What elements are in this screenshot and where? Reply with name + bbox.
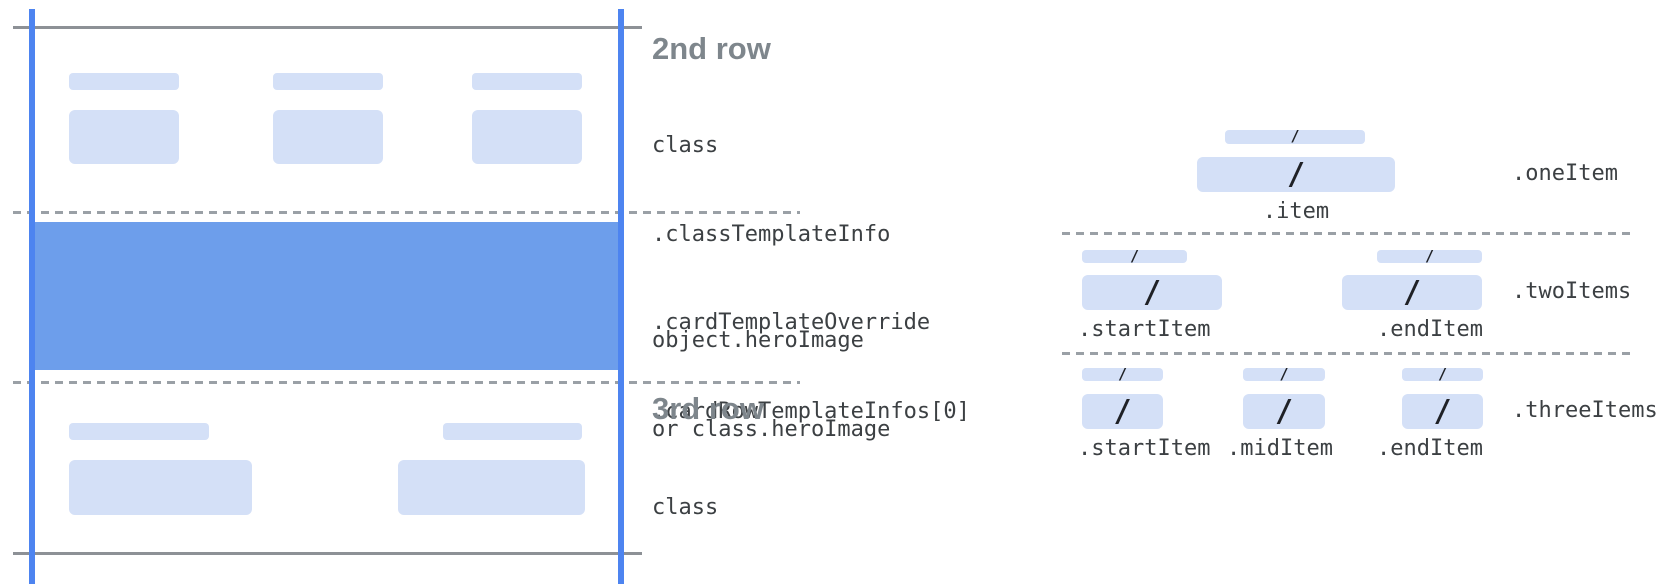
slash-glyph: / xyxy=(1433,393,1452,429)
hero-path-line: or class.heroImage xyxy=(652,416,891,442)
two-items-end-label-bar: / xyxy=(1377,246,1482,265)
row2-path-line: .cardRowTemplateInfos[0] xyxy=(652,398,970,424)
three-items-start-label-bar: / xyxy=(1082,365,1163,383)
hero-path-line: object.heroImage xyxy=(652,328,864,353)
row3-path-line: class xyxy=(652,495,719,520)
three-items-mid-label: .midItem xyxy=(1227,436,1333,461)
row3-item2-label-bar xyxy=(443,423,582,440)
row2-item1-label-bar xyxy=(69,73,179,90)
card-right-edge-line xyxy=(618,9,624,584)
row3-item2-value-box xyxy=(398,460,585,515)
row2-item1-value-box xyxy=(69,110,179,164)
three-items-end-label: .endItem xyxy=(1377,436,1483,461)
row2-path-line: class xyxy=(652,133,719,158)
row2-path-line: .classTemplateInfo xyxy=(652,221,891,247)
slash-glyph: / xyxy=(1424,246,1435,265)
two-items-start-value-bar: / xyxy=(1082,275,1222,310)
row2-path-line: .cardTemplateOverride xyxy=(652,310,931,335)
one-item-label-bar: / xyxy=(1225,127,1365,146)
row2-heading: 2nd row xyxy=(652,31,771,66)
three-items-mid-label-bar: / xyxy=(1243,365,1325,383)
row2-hero-dashed-divider xyxy=(13,211,800,214)
one-two-dashed-divider xyxy=(1062,232,1630,235)
two-three-dashed-divider xyxy=(1062,352,1630,355)
slash-glyph: / xyxy=(1286,156,1306,192)
slash-glyph: / xyxy=(1142,274,1162,310)
slash-glyph: / xyxy=(1113,393,1132,429)
row3-path-text: class .classTemplateInfo .cardTemplateOv… xyxy=(652,434,970,584)
row3-item1-value-box xyxy=(69,460,252,515)
row2-item2-value-box xyxy=(273,110,383,164)
row2-path-text: class .classTemplateInfo .cardTemplateOv… xyxy=(652,72,970,485)
row2-item3-value-box xyxy=(472,110,582,164)
card-left-edge-line xyxy=(29,9,35,584)
row3-heading: 3rd row xyxy=(652,391,764,426)
three-items-start-value-bar: / xyxy=(1082,394,1163,429)
three-items-end-value-bar: / xyxy=(1402,394,1483,429)
hero-path-text: object.heroImage or class.heroImage xyxy=(652,267,890,503)
three-items-start-label: .startItem xyxy=(1078,436,1211,461)
slash-glyph: / xyxy=(1274,393,1294,429)
hero-row3-dashed-divider xyxy=(13,381,800,384)
row3-item1-label-bar xyxy=(69,423,209,440)
card-top-border-line xyxy=(13,25,642,29)
slash-glyph: / xyxy=(1402,274,1422,310)
slash-glyph: / xyxy=(1117,365,1128,383)
three-items-mid-value-bar: / xyxy=(1243,394,1325,429)
slash-glyph: / xyxy=(1279,365,1289,383)
two-items-start-label: .startItem xyxy=(1078,317,1211,342)
two-items-start-label-bar: / xyxy=(1082,246,1187,265)
row2-item2-label-bar xyxy=(273,73,383,90)
one-item-value-bar: / xyxy=(1197,157,1395,192)
two-items-end-value-bar: / xyxy=(1342,275,1482,310)
one-item-row-name: .oneItem xyxy=(1512,161,1618,186)
two-items-end-label: .endItem xyxy=(1377,317,1483,342)
slash-glyph: / xyxy=(1290,127,1300,146)
slash-glyph: / xyxy=(1129,246,1140,265)
two-items-row-name: .twoItems xyxy=(1512,279,1632,304)
slash-glyph: / xyxy=(1437,365,1448,383)
one-item-item-label: .item xyxy=(1262,199,1330,224)
three-items-row-name: .threeItems xyxy=(1512,398,1658,423)
row2-item3-label-bar xyxy=(472,73,582,90)
three-items-end-label-bar: / xyxy=(1402,365,1483,383)
card-bottom-border-line xyxy=(13,552,642,555)
hero-image-band xyxy=(34,222,618,370)
